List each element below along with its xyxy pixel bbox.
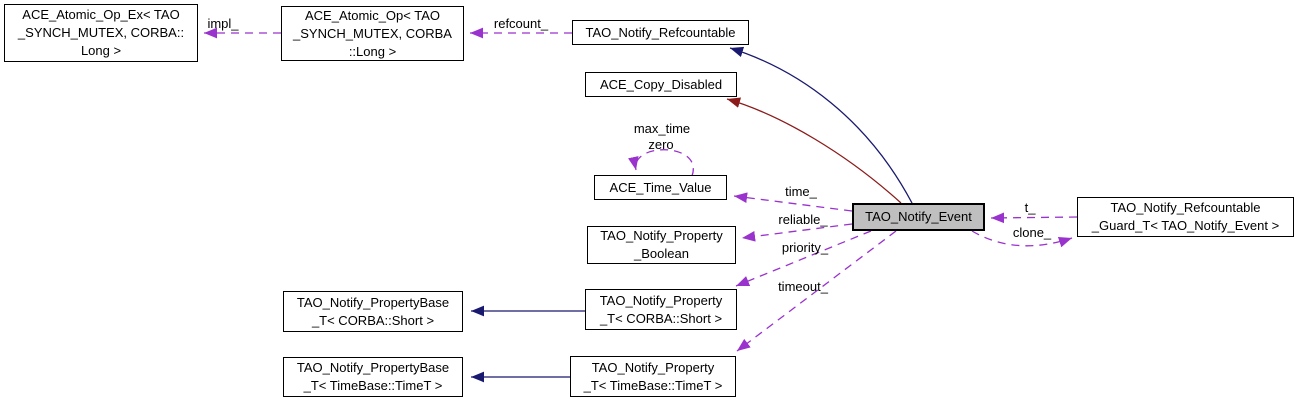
node-label-line: ACE_Time_Value <box>609 179 712 195</box>
node-ace-time-value[interactable]: ACE_Time_Value <box>594 175 727 200</box>
node-tao-notify-refcountable[interactable]: TAO_Notify_Refcountable <box>572 20 749 45</box>
edge-self-loop-max-time-zero <box>628 149 694 177</box>
edge-time <box>733 192 853 212</box>
node-tao-notify-property-t-timebase-timet[interactable]: TAO_Notify_Property _T< TimeBase::TimeT … <box>570 356 736 397</box>
edge-t <box>990 212 1078 224</box>
node-label-line: TAO_Notify_PropertyBase <box>296 360 450 375</box>
node-label-line: _T< TimeBase::TimeT > <box>583 377 723 393</box>
node-label-line: _T< CORBA::Short > <box>599 310 723 326</box>
node-tao-notify-propertybase-t-corba-short[interactable]: TAO_Notify_PropertyBase _T< CORBA::Short… <box>283 291 463 332</box>
node-tao-notify-event: TAO_Notify_Event <box>852 203 985 231</box>
edge-label-t: t_ <box>1025 200 1037 215</box>
node-label-line: ACE_Atomic_Op< TAO <box>305 7 440 23</box>
edge-inherit-refcountable <box>729 46 913 204</box>
edge-label-priority: priority_ <box>782 240 829 255</box>
edge-reliable <box>741 223 853 242</box>
node-tao-notify-refcountable-guard-t[interactable]: TAO_Notify_Refcountable _Guard_T< TAO_No… <box>1077 197 1294 237</box>
node-label-line: ACE_Copy_Disabled <box>599 76 723 92</box>
edge-priority <box>735 230 872 287</box>
node-label-line: _T< CORBA::Short > <box>311 312 435 328</box>
node-tao-notify-propertybase-t-timebase-timet[interactable]: TAO_Notify_PropertyBase _T< TimeBase::Ti… <box>283 357 463 397</box>
edge-label-reliable: reliable_ <box>778 212 828 227</box>
node-label-line: TAO_Notify_PropertyBase <box>296 294 450 310</box>
node-tao-notify-property-t-corba-short[interactable]: TAO_Notify_Property _T< CORBA::Short > <box>585 289 737 330</box>
node-label-line: TAO_Notify_Property <box>599 292 723 308</box>
edge-inherit-copy-disabled <box>726 97 902 204</box>
node-ace-atomic-op-ex[interactable]: ACE_Atomic_Op_Ex< TAO _SYNCH_MUTEX, CORB… <box>4 4 198 62</box>
node-label-line: TAO_Notify_Property <box>600 228 723 243</box>
node-label-line: _SYNCH_MUTEX, CORBA:: <box>17 25 185 40</box>
node-tao-notify-property-boolean[interactable]: TAO_Notify_Property _Boolean <box>587 226 736 264</box>
node-label-line: TAO_Notify_Property <box>591 359 715 375</box>
edge-label-timeout: timeout_ <box>778 279 829 294</box>
node-label-line: Long > <box>80 43 122 58</box>
edge-label-impl: impl_ <box>207 16 239 31</box>
node-label-line: _Boolean <box>634 246 689 261</box>
node-ace-atomic-op[interactable]: ACE_Atomic_Op< TAO _SYNCH_MUTEX, CORBA :… <box>281 6 464 61</box>
edge-timeout <box>736 230 897 352</box>
node-label-line: ::Long > <box>348 43 397 59</box>
edge-label-time: time_ <box>785 184 818 199</box>
edge-label-refcount: refcount_ <box>494 16 549 31</box>
node-label-line: _Guard_T< TAO_Notify_Event > <box>1091 218 1280 233</box>
node-label-line: TAO_Notify_Refcountable <box>1110 200 1261 215</box>
edge-label-zero: zero <box>648 137 673 152</box>
node-label-line: TAO_Notify_Refcountable <box>585 24 736 40</box>
node-label-line: ACE_Atomic_Op_Ex< TAO <box>22 7 180 22</box>
edge-label-clone: clone_ <box>1013 225 1052 240</box>
edge-label-max-time: max_time <box>634 121 690 136</box>
node-label-line: TAO_Notify_Event <box>865 209 972 224</box>
node-label-line: _SYNCH_MUTEX, CORBA <box>293 25 452 41</box>
node-ace-copy-disabled[interactable]: ACE_Copy_Disabled <box>585 72 737 97</box>
node-label-line: _T< TimeBase::TimeT > <box>303 378 443 393</box>
